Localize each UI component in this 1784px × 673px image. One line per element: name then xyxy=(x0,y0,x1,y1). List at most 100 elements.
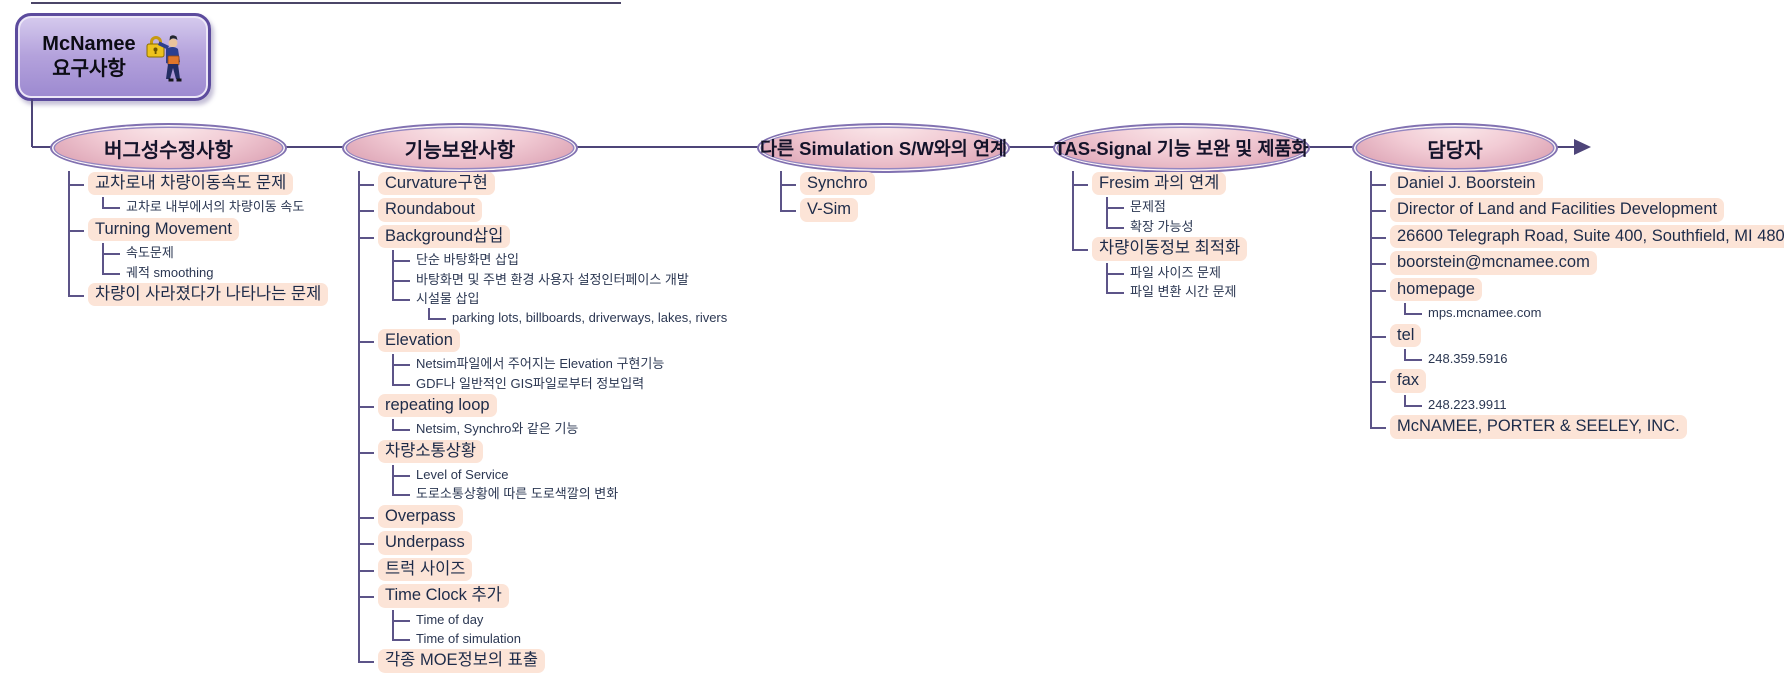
subtopic-item: 차량이 사라졌다가 나타나는 문제 xyxy=(68,281,329,308)
detail-label[interactable]: 파일 변환 시간 문제 xyxy=(1130,283,1237,299)
subtopic-item: Daniel J. Boorstein xyxy=(1370,171,1784,198)
main-topic-contact[interactable]: 담당자 xyxy=(1352,123,1558,173)
detail-item: 248.223.9911 xyxy=(1404,394,1784,414)
detail-label[interactable]: 교차로 내부에서의 차량이동 속도 xyxy=(126,199,305,215)
detail-label[interactable]: 궤적 smoothing xyxy=(126,264,214,280)
detail-label[interactable]: GDF나 일반적인 GIS파일로부터 정보입력 xyxy=(416,375,645,391)
subtopic-item: tel 248.359.5916 xyxy=(1370,322,1784,369)
subtopic-label[interactable]: 차량이 사라졌다가 나타나는 문제 xyxy=(88,282,329,307)
detail-label[interactable]: Netsim파일에서 주어지는 Elevation 구현기능 xyxy=(416,356,665,372)
detail-label[interactable]: 시설물 삽입 xyxy=(416,291,480,307)
subtopic-label[interactable]: Fresim 과의 연계 xyxy=(1092,172,1227,196)
detail-label[interactable]: Level of Service xyxy=(416,467,509,483)
detail-item: Time of day xyxy=(392,609,729,630)
detail-label[interactable]: Time of day xyxy=(416,611,484,627)
subtopic-label[interactable]: 교차로내 차량이동속도 문제 xyxy=(88,172,294,196)
detail-item: 교차로 내부에서의 차량이동 속도 xyxy=(102,197,328,216)
detail-item: 궤적 smoothing xyxy=(102,262,328,282)
subtopic-label[interactable]: homepage xyxy=(1390,277,1482,302)
subtopic-label[interactable]: repeating loop xyxy=(378,393,497,418)
subtopic-label[interactable]: McNAMEE, PORTER & SEELEY, INC. xyxy=(1390,415,1687,439)
detail-item: Level of Service xyxy=(392,465,729,485)
main-topic-feature-improvements[interactable]: 기능보완사항 xyxy=(342,123,578,173)
detail-label[interactable]: 파일 사이즈 문제 xyxy=(1130,264,1221,280)
detail-item: Netsim파일에서 주어지는 Elevation 구현기능 xyxy=(392,354,729,374)
subtopic-label[interactable]: 각종 MOE정보의 표출 xyxy=(378,649,546,673)
subtopic-item: Underpass xyxy=(358,530,729,558)
detail-label[interactable]: 확장 가능성 xyxy=(1130,218,1194,234)
detail-item: mps.mcnamee.com xyxy=(1404,303,1784,322)
subtopic-item: Director of Land and Facilities Developm… xyxy=(1370,197,1784,225)
subtopic-label[interactable]: Overpass xyxy=(378,504,463,529)
subtopic-label[interactable]: Background삽입 xyxy=(378,224,511,249)
subtopic-label[interactable]: Turning Movement xyxy=(88,217,239,242)
detail-item: Netsim, Synchro와 같은 기능 xyxy=(392,419,729,438)
detail-item: GDF나 일반적인 GIS파일로부터 정보입력 xyxy=(392,373,729,393)
subtopic-label[interactable]: 차량소통상황 xyxy=(378,439,484,464)
subtopic-label[interactable]: Time Clock 추가 xyxy=(378,584,509,608)
top-boundary-line xyxy=(31,2,621,4)
subtopic-item: V-Sim xyxy=(780,197,875,223)
subtopic-label[interactable]: Roundabout xyxy=(378,198,482,222)
detail-label[interactable]: 문제점 xyxy=(1130,199,1166,215)
detail-item: 파일 사이즈 문제 xyxy=(1106,262,1247,283)
main-topic-simulation-sw-link[interactable]: 다른 Simulation S/W와의 연계 xyxy=(757,123,1010,173)
subtopic-item: 26600 Telegraph Road, Suite 400, Southfi… xyxy=(1370,223,1784,251)
main-topic-label: 담당자 xyxy=(1427,139,1483,162)
detail-label[interactable]: 속도문제 xyxy=(126,245,174,261)
subtopic-item: 차량소통상황 Level of Service 도로소통상황에 따른 도로색깔의 변… xyxy=(358,438,729,504)
detail-item: parking lots, billboards, driverways, la… xyxy=(428,308,729,327)
subtopic-label[interactable]: Synchro xyxy=(800,172,875,196)
subtopic-item: homepage mps.mcnamee.com xyxy=(1370,276,1784,323)
main-topic-label: 버그성수정사항 xyxy=(104,139,233,162)
main-topic-bug-fixes[interactable]: 버그성수정사항 xyxy=(50,123,287,173)
detail-label[interactable]: parking lots, billboards, driverways, la… xyxy=(452,310,728,326)
detail-label[interactable]: 도로소통상황에 따른 도로색깔의 변화 xyxy=(416,486,619,502)
subtopic-label[interactable]: Underpass xyxy=(378,531,472,555)
subtopic-label[interactable]: 26600 Telegraph Road, Suite 400, Southfi… xyxy=(1390,224,1784,249)
subtopic-label[interactable]: Daniel J. Boorstein xyxy=(1390,172,1543,196)
detail-label[interactable]: Netsim, Synchro와 같은 기능 xyxy=(416,421,579,437)
subtopic-label[interactable]: 차량이동정보 최적화 xyxy=(1092,237,1248,261)
detail-label[interactable]: 바탕화면 및 주변 환경 사용자 설정인터페이스 개발 xyxy=(416,271,689,287)
detail-label[interactable]: 단순 바탕화면 삽입 xyxy=(416,252,519,268)
subtopic-label[interactable]: boorstein@mcnamee.com xyxy=(1390,251,1597,275)
main-topic-tas-signal[interactable]: TAS-Signal 기능 보완 및 제품화 xyxy=(1053,123,1310,173)
subtopic-item: Roundabout xyxy=(358,197,729,225)
subtopic-label[interactable]: 트럭 사이즈 xyxy=(378,557,473,582)
detail-label[interactable]: Time of simulation xyxy=(416,630,521,646)
subtopic-label[interactable]: tel xyxy=(1390,323,1422,348)
subtopic-label[interactable]: fax xyxy=(1390,369,1427,393)
subtopic-label[interactable]: V-Sim xyxy=(800,198,859,222)
detail-item: 파일 변환 시간 문제 xyxy=(1106,281,1247,301)
arrow-icon xyxy=(1574,139,1591,155)
subtopic-item: 각종 MOE정보의 표출 xyxy=(358,648,729,673)
detail-label[interactable]: mps.mcnamee.com xyxy=(1428,305,1542,321)
detail-item: 문제점 xyxy=(1106,197,1247,218)
subtopic-label[interactable]: Curvature구현 xyxy=(378,172,495,196)
subtopic-item: 트럭 사이즈 xyxy=(358,556,729,584)
main-topic-label: TAS-Signal 기능 보완 및 제품화 xyxy=(1054,138,1309,159)
detail-label[interactable]: 248.223.9911 xyxy=(1428,396,1507,412)
subtopic-label[interactable]: Director of Land and Facilities Developm… xyxy=(1390,198,1725,222)
subtopic-label[interactable]: Elevation xyxy=(378,328,460,353)
main-topic-label: 기능보완사항 xyxy=(404,139,516,162)
root-topic[interactable]: McNamee 요구사항 xyxy=(15,13,211,101)
person-with-key-icon xyxy=(146,35,182,82)
detail-item: 속도문제 xyxy=(102,243,328,263)
subtopic-item: McNAMEE, PORTER & SEELEY, INC. xyxy=(1370,414,1784,440)
detail-label[interactable]: 248.359.5916 xyxy=(1428,351,1508,367)
